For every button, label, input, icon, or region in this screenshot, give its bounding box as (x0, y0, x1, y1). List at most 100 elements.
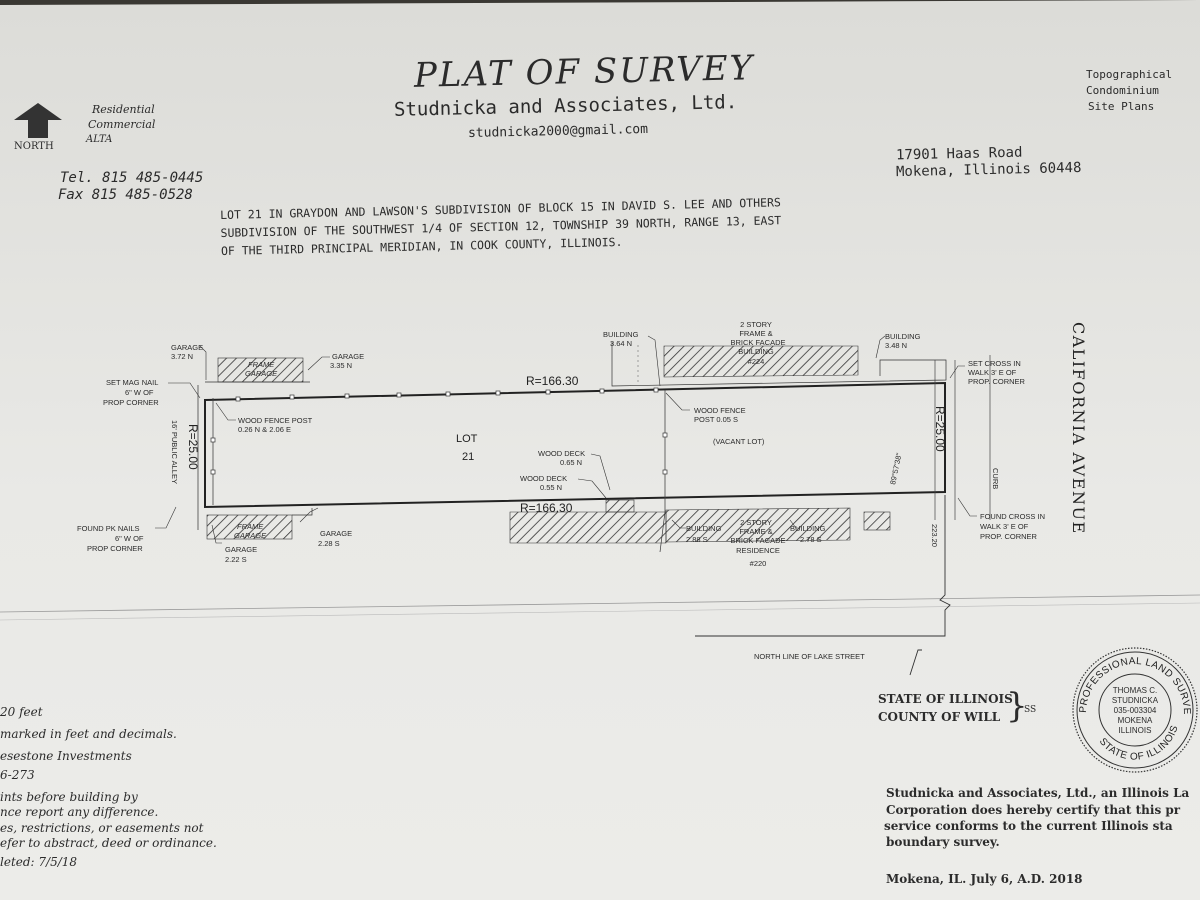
north-arrow-icon (14, 103, 62, 138)
garage-372-label: GARAGE (171, 343, 203, 352)
cert-state: STATE OF ILLINOIS (878, 692, 1013, 706)
distance-223: 223.20 (930, 524, 939, 547)
garage-335-value: 3.35 N (330, 361, 352, 370)
garage-228-value: 2.28 S (318, 539, 340, 548)
cert-line: service conforms to the current Illinois… (884, 819, 1173, 833)
found-cross-label: PROP. CORNER (980, 532, 1038, 541)
residence-220-label: 2 STORY (740, 518, 772, 527)
note-line: es, restrictions, or easements not (0, 821, 204, 835)
frame-garage-s-label: FRAME (237, 522, 264, 531)
alley-label: 16' PUBLIC ALLEY (170, 420, 179, 484)
service-topographical: Topographical (1086, 68, 1173, 81)
building-364-value: 3.64 N (610, 339, 632, 348)
building-278-value: 2.78 S (800, 535, 822, 544)
seal-license: 035-003304 (1114, 706, 1157, 715)
cert-line: Corporation does hereby certify that thi… (886, 803, 1181, 817)
curb-label: CURB (991, 468, 1000, 489)
found-cross-label: FOUND CROSS IN (980, 512, 1045, 521)
fax-number: Fax 815 485-0528 (58, 187, 193, 203)
wood-deck-1-label: WOOD DECK (538, 449, 585, 458)
scale-note: 20 feet (0, 705, 43, 719)
garage-222-value: 2.22 S (225, 555, 247, 564)
building-224-label: #224 (748, 357, 765, 366)
lot-number: 21 (462, 451, 474, 463)
seal-state: ILLINOIS (1119, 726, 1152, 735)
building-348-value: 3.48 N (885, 341, 907, 350)
north-line-label: NORTH LINE OF LAKE STREET (754, 652, 865, 661)
garage-335-label: GARAGE (332, 352, 364, 361)
seal-name-1: THOMAS C. (1113, 686, 1157, 695)
frame-garage-n-label: GARAGE (245, 369, 278, 378)
building-288-label: BUILDING (686, 524, 722, 533)
cert-ss: SS (1024, 705, 1037, 715)
wood-deck-1-value: 0.65 N (560, 458, 582, 467)
frame-garage-n-label: FRAME (248, 360, 275, 369)
residence-220 (509, 511, 667, 544)
found-pk-nails-label: PROP CORNER (87, 544, 143, 553)
wood-fence-post-w: WOOD FENCE POST (238, 416, 313, 425)
note-line: 6-273 (0, 768, 35, 782)
wood-fence-post-e: POST 0.05 S (694, 415, 738, 424)
service-condominium: Condominium (1086, 84, 1159, 97)
set-cross-label: SET CROSS IN (968, 359, 1021, 368)
found-cross-label: WALK 3' E OF (980, 522, 1029, 531)
note-line: ints before building by (0, 790, 138, 804)
seal-city: MOKENA (1118, 716, 1153, 725)
surveyor-seal: PROFESSIONAL LAND SURVEYOR STATE OF ILLI… (1070, 645, 1198, 773)
note-line: leted: 7/5/18 (0, 855, 78, 869)
service-residential: Residential (92, 103, 155, 116)
lot-word: LOT (456, 433, 478, 445)
found-pk-nails-label: 6" W OF (115, 534, 144, 543)
note-line: esestone Investments (0, 749, 132, 763)
residence-220-label: FRAME & (739, 527, 772, 536)
set-mag-nail-label: 6" W OF (125, 388, 154, 397)
garage-222-label: GARAGE (225, 545, 257, 554)
east-radius-label: R=25.00 (933, 406, 947, 452)
residence-220-label: RESIDENCE (736, 546, 780, 555)
north-radius-label: R=166.30 (526, 374, 579, 388)
cert-line: boundary survey. (886, 835, 1000, 849)
west-radius-label: R=25.00 (186, 424, 200, 470)
note-line: efer to abstract, deed or ordinance. (0, 836, 217, 850)
garage-228-label: GARAGE (320, 529, 352, 538)
plat-drawing: R=166.30 R=166.30 R=25.00 R=25.00 LOT 21… (0, 320, 1200, 661)
service-commercial: Commercial (88, 118, 156, 131)
residence-220-label: BRICK FACADE (730, 536, 785, 545)
vacant-lot-label: (VACANT LOT) (713, 437, 765, 446)
note-line: marked in feet and decimals. (0, 727, 177, 741)
set-cross-label: PROP. CORNER (968, 377, 1026, 386)
service-alta: ALTA (86, 134, 113, 145)
frame-garage-south (206, 514, 293, 540)
cert-county: COUNTY OF WILL (878, 710, 1001, 724)
cert-line: Studnicka and Associates, Ltd., an Illin… (886, 786, 1190, 800)
garage-372-value: 3.72 N (171, 352, 193, 361)
building-224-label: BUILDING (738, 347, 774, 356)
frame-garage-north (217, 357, 304, 383)
lot-boundary (204, 381, 946, 509)
phone-number: Tel. 815 485-0445 (60, 170, 204, 186)
set-mag-nail-label: SET MAG NAIL (106, 378, 158, 387)
set-cross-label: WALK 3' E OF (968, 368, 1017, 377)
wood-fence-post-e: WOOD FENCE (694, 406, 746, 415)
building-224-label: FRAME & (739, 329, 772, 338)
note-line: nce report any difference. (0, 805, 159, 819)
building-364-label: BUILDING (603, 330, 639, 339)
south-radius-label: R=166.30 (520, 501, 573, 515)
wood-deck-2-label: WOOD DECK (520, 474, 567, 483)
seal-name-2: STUDNICKA (1112, 696, 1159, 705)
building-224-label: 2 STORY (740, 320, 772, 329)
wood-fence-post-w: 0.26 N & 2.06 E (238, 425, 291, 434)
street-name: CALIFORNIA AVENUE (1069, 322, 1088, 535)
building-288-value: 2.88 S (686, 535, 708, 544)
found-pk-nails-label: FOUND PK NAILS (77, 524, 140, 533)
building-220-east (665, 507, 851, 543)
cert-brace: } (1006, 686, 1028, 726)
building-348-label: BUILDING (885, 332, 921, 341)
cert-date: Mokena, IL. July 6, A.D. 2018 (886, 872, 1083, 886)
building-224 (663, 345, 859, 378)
angle-label: 89°57'38" (888, 452, 904, 486)
frame-garage-s-label: GARAGE (234, 531, 267, 540)
service-site-plans: Site Plans (1088, 100, 1155, 113)
residence-220-label: #220 (750, 559, 767, 568)
